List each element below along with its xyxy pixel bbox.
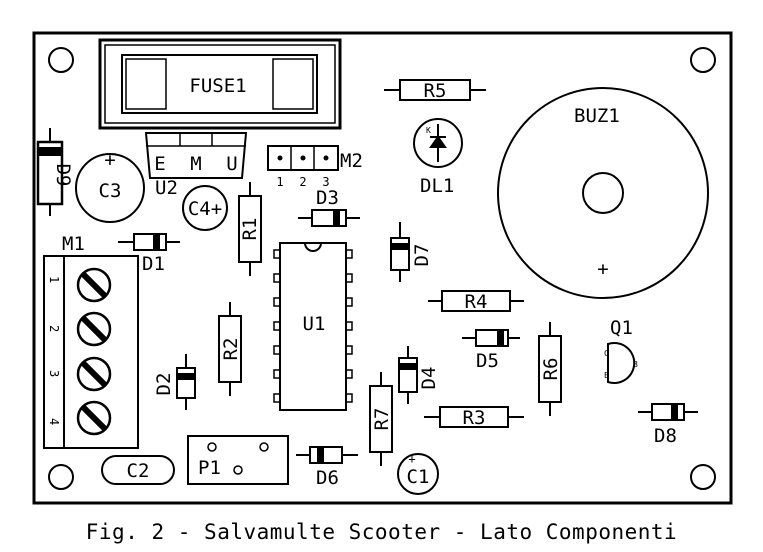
buz1-buzzer: BUZ1 +	[497, 87, 709, 299]
p1-trimmer: P1	[187, 435, 289, 485]
c2-capacitor: C2	[101, 455, 175, 485]
m1-label: M1	[62, 233, 85, 255]
m2-pin-1: 1	[276, 175, 283, 189]
q1-pin-e: E	[604, 371, 609, 380]
m1-terminal-block: 1 2 3 4 M1	[43, 233, 139, 449]
d9-label: D9	[52, 164, 74, 187]
r5-resistor: R5	[384, 79, 486, 102]
d8-label: D8	[654, 425, 677, 447]
d1-diode: D1	[118, 233, 180, 275]
u2-pin-e: E	[154, 153, 165, 175]
c3-plus: +	[104, 149, 115, 171]
m2-label: M2	[340, 150, 363, 172]
dl1-k: K	[426, 126, 431, 135]
q1-label: Q1	[610, 317, 633, 339]
d5-label: D5	[476, 350, 499, 372]
r4-label: R4	[465, 291, 488, 313]
d6-label: D6	[316, 467, 339, 489]
mount-hole-top-right	[690, 47, 716, 73]
d3-diode: D3	[298, 187, 360, 227]
r3-label: R3	[463, 407, 486, 429]
r6-label: R6	[540, 358, 562, 381]
u2-label: U2	[155, 177, 178, 199]
figure-caption: Fig. 2 - Salvamulte Scooter - Lato Compo…	[85, 520, 678, 544]
r4-resistor: R4	[428, 290, 524, 313]
d5-diode: D5	[462, 329, 520, 372]
d2-diode: D2	[153, 354, 196, 410]
d3-label: D3	[316, 187, 339, 209]
m2-pin-3: 3	[322, 175, 329, 189]
d9-diode: D9	[36, 128, 74, 216]
d1-label: D1	[142, 253, 165, 275]
d8-diode: D8	[638, 403, 698, 447]
c1-label: C1	[407, 466, 430, 488]
u2-pin-m: M	[190, 153, 201, 175]
pcb-layout: FUSE1 E M U U2 M2 1 2 3 D9 C3 +	[32, 31, 733, 505]
u2-regulator: E M U U2	[144, 132, 248, 199]
q1-pin-b: B	[633, 360, 638, 369]
u1-label: U1	[303, 313, 326, 335]
d7-label: D7	[411, 244, 433, 267]
mount-hole-top-left	[48, 47, 74, 73]
m2-connector: M2 1 2 3	[267, 145, 363, 189]
q1-transistor: C B E Q1	[604, 317, 638, 384]
m1-pin-2: 2	[47, 325, 61, 332]
d4-label: D4	[418, 367, 440, 390]
r2-resistor: R2	[218, 302, 242, 396]
u2-pin-u: U	[226, 153, 237, 175]
buz1-label: BUZ1	[574, 105, 620, 127]
m2-pin-2: 2	[299, 175, 306, 189]
d2-label: D2	[153, 373, 175, 396]
mount-hole-bottom-right	[690, 464, 716, 490]
d7-diode: D7	[390, 222, 433, 282]
dl1-label: DL1	[420, 175, 454, 197]
mount-hole-bottom-left	[48, 464, 74, 490]
r7-label: R7	[371, 408, 393, 431]
d6-diode: D6	[296, 446, 358, 489]
r1-resistor: R1	[238, 182, 262, 276]
fuse-label: FUSE1	[189, 75, 246, 97]
c4-label: C4+	[188, 198, 222, 220]
r2-label: R2	[220, 338, 242, 361]
c1-capacitor: C1 +	[397, 452, 439, 495]
d4-diode: D4	[398, 346, 440, 404]
u1-ic: U1	[273, 242, 353, 411]
m1-pin-1: 1	[47, 276, 61, 283]
c1-plus: +	[408, 452, 415, 466]
m1-pin-3: 3	[47, 370, 61, 377]
c4-capacitor: C4+	[182, 185, 228, 231]
q1-pin-c: C	[604, 349, 609, 358]
c2-label: C2	[127, 460, 150, 482]
r6-resistor: R6	[538, 322, 562, 416]
r7-resistor: R7	[369, 372, 393, 466]
m1-pin-4: 4	[47, 418, 61, 425]
fuse-holder: FUSE1	[98, 38, 342, 130]
board-outline	[32, 31, 733, 505]
r3-resistor: R3	[424, 406, 524, 429]
c3-label: C3	[99, 180, 122, 202]
r1-label: R1	[239, 218, 261, 241]
dl1-led: K DL1	[413, 118, 463, 197]
c3-capacitor: C3 +	[75, 149, 145, 223]
p1-label: P1	[198, 457, 221, 479]
buz1-plus: +	[597, 258, 608, 280]
r5-label: R5	[424, 80, 447, 102]
